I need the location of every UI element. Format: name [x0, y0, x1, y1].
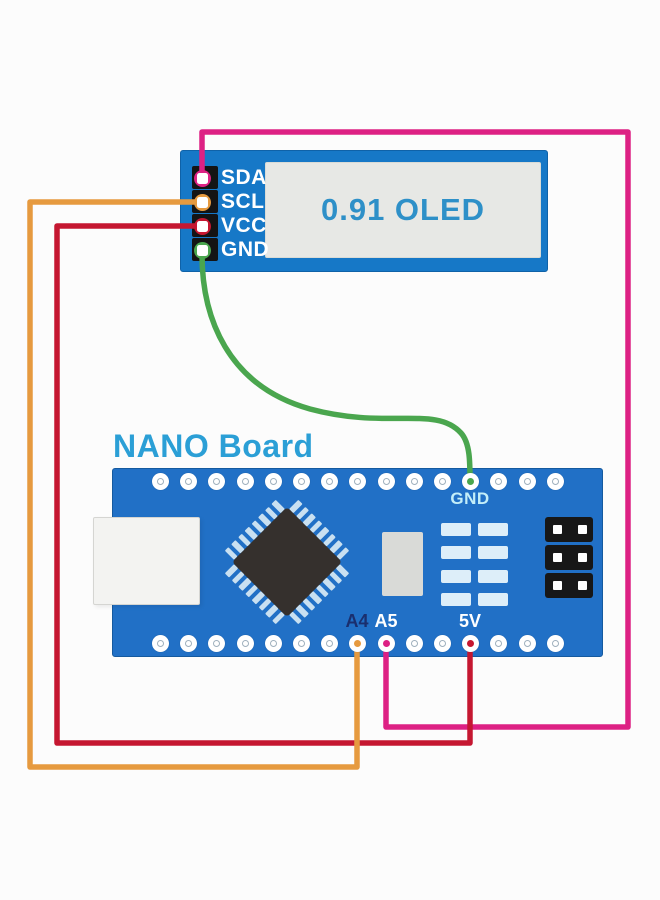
nano-pin-label-5v: 5V — [458, 611, 482, 631]
nano-pin — [377, 634, 395, 652]
pin-hole — [297, 477, 305, 485]
pin-hole — [410, 477, 418, 485]
pin-hole — [184, 639, 192, 647]
pin-hole — [466, 477, 474, 485]
pin-hole — [212, 477, 220, 485]
pin-hole — [241, 477, 249, 485]
nano-pin-label-a5: A5 — [374, 611, 398, 631]
oled-pin-hole — [196, 172, 208, 184]
pin-hole — [494, 639, 502, 647]
nano-pin — [292, 634, 310, 652]
oled-pin-label-scl: SCL — [221, 190, 265, 213]
pin-hole — [353, 639, 361, 647]
oled-pin-hole — [196, 196, 208, 208]
nano-pin — [236, 472, 254, 490]
nano-pin — [151, 634, 169, 652]
pin-hole — [156, 477, 164, 485]
nano-pin — [461, 634, 479, 652]
nano-pin — [348, 472, 366, 490]
pin-hole — [241, 639, 249, 647]
nano-pin — [518, 472, 536, 490]
pin-hole — [184, 477, 192, 485]
oled-pin-label-gnd: GND — [221, 238, 270, 261]
pin-hole — [269, 477, 277, 485]
pin-hole — [523, 639, 531, 647]
pin-hole — [466, 639, 474, 647]
nano-pin — [489, 472, 507, 490]
nano-pin — [292, 472, 310, 490]
pin-hole — [212, 639, 220, 647]
nano-pin — [405, 634, 423, 652]
pin-hole — [269, 639, 277, 647]
nano-pin — [546, 472, 564, 490]
pin-hole — [325, 639, 333, 647]
nano-pin — [320, 472, 338, 490]
pin-hole — [551, 477, 559, 485]
pin-hole — [523, 477, 531, 485]
pin-hole — [438, 477, 446, 485]
nano-pin — [179, 472, 197, 490]
nano-pin — [518, 634, 536, 652]
nano-pin — [546, 634, 564, 652]
nano-pin — [320, 634, 338, 652]
nano-pin — [348, 634, 366, 652]
nano-pin-label-gnd: GND — [450, 489, 490, 508]
nano-pin — [461, 472, 479, 490]
pin-hole — [297, 639, 305, 647]
pin-hole — [325, 477, 333, 485]
nano-pin — [433, 472, 451, 490]
nano-pin — [377, 472, 395, 490]
pin-hole — [410, 639, 418, 647]
pin-hole — [494, 477, 502, 485]
pin-hole — [353, 477, 361, 485]
oled-pin-label-vcc: VCC — [221, 214, 267, 237]
pin-hole — [551, 639, 559, 647]
nano-pin — [264, 634, 282, 652]
oled-pin-hole — [196, 220, 208, 232]
oled-pin-hole — [196, 244, 208, 256]
pin-hole — [156, 639, 164, 647]
nano-pin — [207, 634, 225, 652]
pin-hole — [438, 639, 446, 647]
nano-pin — [151, 472, 169, 490]
pin-hole — [382, 477, 390, 485]
nano-pin — [433, 634, 451, 652]
nano-pin — [489, 634, 507, 652]
nano-pin — [207, 472, 225, 490]
oled-pin-label-sda: SDA — [221, 166, 267, 189]
nano-pin — [405, 472, 423, 490]
nano-pin — [264, 472, 282, 490]
nano-pin — [236, 634, 254, 652]
pin-hole — [382, 639, 390, 647]
nano-pin — [179, 634, 197, 652]
